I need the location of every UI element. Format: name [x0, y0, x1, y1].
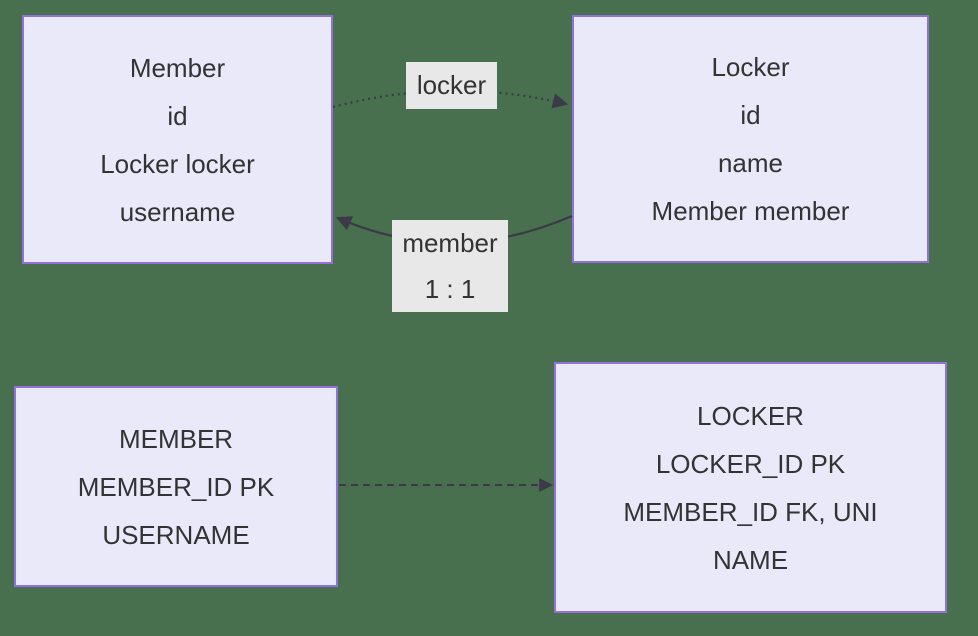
locker-class-node: Locker id name Member member	[572, 15, 929, 263]
member-edge-label-text: member	[402, 228, 498, 258]
member-edge-label: member 1 : 1	[392, 220, 508, 312]
member-table-col-username: USERNAME	[102, 519, 250, 550]
locker-class-attr-name: name	[717, 148, 784, 178]
member-edge-cardinality: 1 : 1	[424, 274, 476, 304]
member-class-attr-id: id	[167, 100, 188, 131]
member-class-node: Member id Locker locker username	[22, 15, 333, 264]
locker-class-attr-member: Member member	[651, 196, 850, 226]
locker-edge-label-text: locker	[416, 70, 487, 100]
locker-table-col-locker-id: LOCKER_ID PK	[655, 448, 846, 479]
locker-class-attr-id: id	[740, 100, 761, 130]
locker-table-col-member-id: MEMBER_ID FK, UNI	[623, 496, 878, 527]
locker-table-node: LOCKER LOCKER_ID PK MEMBER_ID FK, UNI NA…	[554, 362, 947, 613]
locker-class-title: Locker	[711, 52, 790, 82]
member-table-col-member-id: MEMBER_ID PK	[77, 471, 275, 502]
member-class-title: Member	[129, 52, 226, 83]
member-class-attr-locker: Locker locker	[100, 148, 255, 179]
member-table-title: MEMBER	[118, 423, 234, 454]
member-class-attr-username: username	[119, 196, 236, 227]
locker-table-title: LOCKER	[697, 400, 804, 431]
locker-table-col-name: NAME	[712, 544, 789, 575]
member-table-node: MEMBER MEMBER_ID PK USERNAME	[14, 386, 338, 587]
locker-edge-label: locker	[406, 62, 497, 109]
